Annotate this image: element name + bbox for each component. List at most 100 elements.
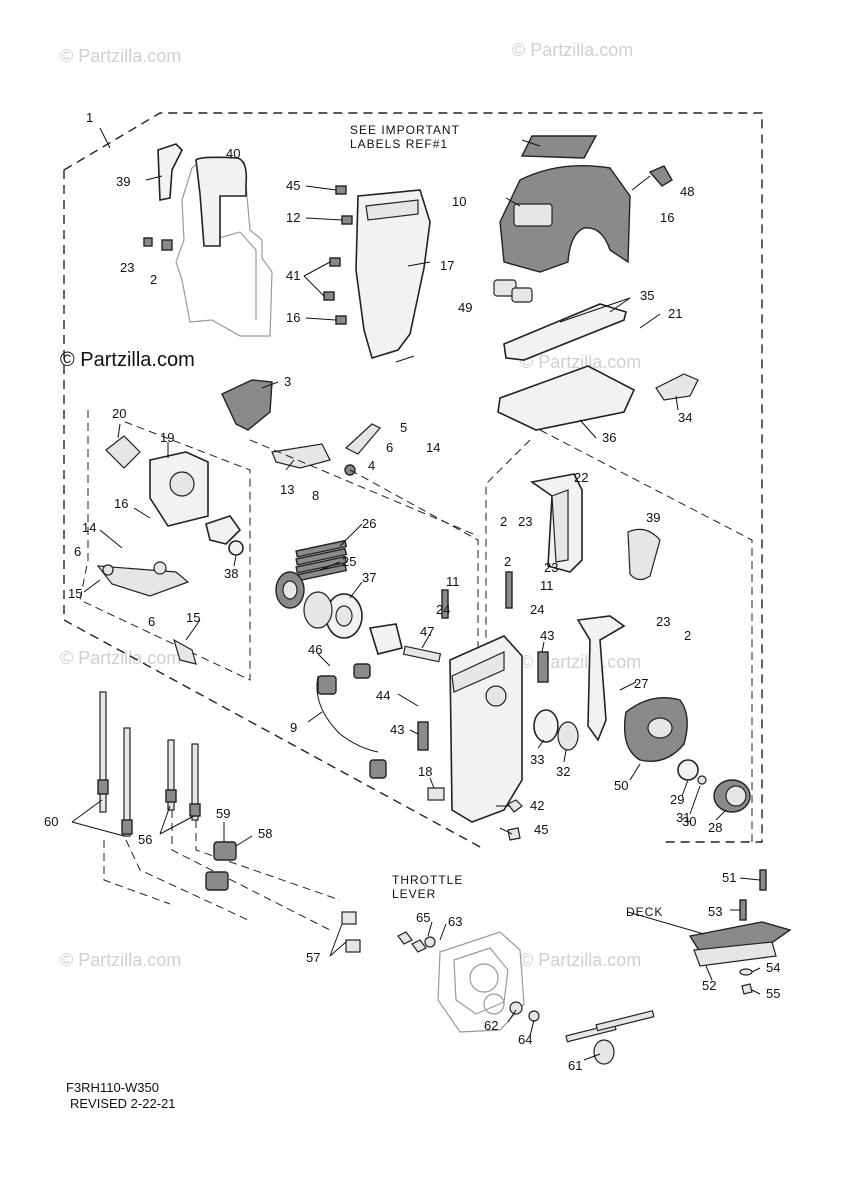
part-43-spring-right: [537, 651, 549, 683]
part-number-45: 45: [286, 178, 300, 193]
part-39-clip: [157, 143, 183, 201]
part-number-51: 51: [722, 870, 736, 885]
part-30-washer: [697, 775, 707, 785]
part-number-21: 21: [668, 306, 682, 321]
part-number-1: 1: [86, 110, 93, 125]
part-number-2-c: 2: [504, 554, 511, 569]
part-number-8: 8: [312, 488, 319, 503]
part-number-34: 34: [678, 410, 692, 425]
watermark-bold: © Partzilla.com: [60, 349, 195, 371]
part-38-nut: [228, 540, 244, 556]
part-number-labels: 1 39 40 23 2 45 12 41 16 17 10 48 16 49 …: [44, 110, 780, 1073]
part-52-plate: [693, 941, 777, 967]
part-number-29: 29: [670, 792, 684, 807]
ghost-control-outline: [175, 159, 273, 337]
watermark-bottom-right: © Partzilla.com: [520, 950, 641, 970]
part-number-3: 3: [284, 374, 291, 389]
part-39-cap: [627, 528, 661, 581]
part-36-gasket: [497, 365, 636, 431]
part-number-26: 26: [362, 516, 376, 531]
part-number-15-a: 15: [68, 586, 82, 601]
watermark-mid-right-2: © Partzilla.com: [520, 652, 641, 672]
part-number-42: 42: [530, 798, 544, 813]
part-9-harness: [316, 675, 379, 753]
part-42-nut: [507, 799, 523, 813]
throttle-lever-line1: THROTTLE: [392, 873, 463, 887]
part-11-spring-right: [505, 571, 513, 609]
cover-buttons: [513, 203, 553, 227]
part-number-55: 55: [766, 986, 780, 1001]
part-number-14-b: 14: [82, 520, 96, 535]
part-40-grip-cover: [195, 156, 248, 247]
leader-lines: [71, 127, 761, 1061]
part-number-62: 62: [484, 1018, 498, 1033]
part-number-15-b: 15: [186, 610, 200, 625]
part-number-6-a: 6: [386, 440, 393, 455]
part-number-32: 32: [556, 764, 570, 779]
deck-label: DECK: [626, 905, 663, 919]
part-number-33: 33: [530, 752, 544, 767]
part-number-23-b: 23: [518, 514, 532, 529]
watermark-top-right: © Partzilla.com: [512, 40, 633, 60]
part-number-23-c: 23: [544, 560, 558, 575]
part-number-23: 23: [120, 260, 134, 275]
part-57-end-2: [345, 939, 361, 953]
part-number-57: 57: [306, 950, 320, 965]
part-number-39: 39: [116, 174, 130, 189]
important-labels-line1: SEE IMPORTANT: [350, 123, 460, 137]
part-number-2: 2: [150, 272, 157, 287]
assembly-boundary: [63, 112, 763, 849]
part-43-spring-left: [417, 721, 429, 751]
part-number-37: 37: [362, 570, 376, 585]
part-number-4: 4: [368, 458, 375, 473]
part-number-2-b: 2: [500, 514, 507, 529]
watermark-group: © Partzilla.com © Partzilla.com © Partzi…: [60, 40, 641, 970]
part-13-arm: [271, 443, 331, 469]
part-45-bolt: [507, 827, 521, 841]
part-48-knob: [648, 165, 673, 187]
part-3-bracket: [221, 379, 273, 431]
part-15-pin: [173, 638, 197, 665]
part-34-pad: [655, 373, 699, 401]
part-17-plate: [355, 189, 431, 360]
watermark-mid-right: © Partzilla.com: [520, 352, 641, 372]
part-18-clip: [427, 787, 445, 801]
gear: [368, 623, 403, 655]
part-number-41: 41: [286, 268, 300, 283]
part-20-plate: [105, 435, 141, 469]
part-33-bushing: [533, 709, 559, 743]
part-47-pin: [402, 645, 442, 663]
part-number-53: 53: [708, 904, 722, 919]
part-number-61: 61: [568, 1058, 582, 1073]
watermark-top-left: © Partzilla.com: [60, 46, 181, 66]
part-number-23-d: 23: [656, 614, 670, 629]
part-10-top-cover: [499, 165, 631, 273]
part-number-52: 52: [702, 978, 716, 993]
part-number-64: 64: [518, 1032, 532, 1047]
part-number-2-d: 2: [684, 628, 691, 643]
part-number-46: 46: [308, 642, 322, 657]
part-number-24-a: 24: [436, 602, 450, 617]
part-11-spring-left: [441, 589, 449, 619]
part-number-31: 31: [676, 810, 690, 825]
part-54-washer: [739, 968, 753, 976]
plate-bracket: [365, 199, 419, 221]
part-number-17: 17: [440, 258, 454, 273]
diagram-id: F3RH110-W350: [66, 1080, 159, 1095]
part-number-45-b: 45: [534, 822, 548, 837]
part-number-14-a: 14: [426, 440, 440, 455]
part-number-11-b: 11: [540, 578, 554, 593]
part-number-38: 38: [224, 566, 238, 581]
part-number-58: 58: [258, 826, 272, 841]
part-53-screw: [739, 899, 747, 921]
part-number-13: 13: [280, 482, 294, 497]
part-number-16: 16: [286, 310, 300, 325]
part-number-10: 10: [452, 194, 466, 209]
part-number-5: 5: [400, 420, 407, 435]
part-number-60: 60: [44, 814, 58, 829]
part-number-6-c: 6: [148, 614, 155, 629]
part-number-43-b: 43: [540, 628, 554, 643]
link-line-1: [249, 439, 479, 537]
cable-dashed-lines: [103, 810, 341, 931]
